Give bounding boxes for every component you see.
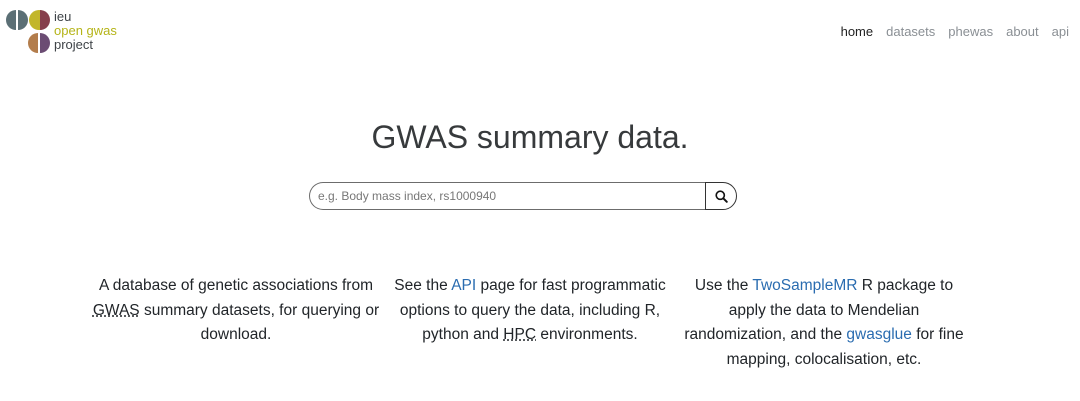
nav-datasets[interactable]: datasets: [886, 24, 936, 39]
gwasglue-link[interactable]: gwasglue: [846, 326, 912, 343]
info-column-database: A database of genetic associations from …: [91, 274, 381, 348]
search-form: [309, 182, 737, 210]
database-text-1: A database of genetic associations from: [99, 277, 373, 294]
logo-circles-icon: [6, 10, 50, 53]
nav-about[interactable]: about: [1006, 24, 1039, 39]
gwas-abbr: GWAS: [92, 301, 140, 319]
mr-text-2: R package to apply the data to Mendelian…: [684, 277, 954, 343]
database-text-2: summary datasets, for querying or downlo…: [139, 301, 380, 344]
site-logo[interactable]: ieu open gwas project: [5, 9, 135, 55]
navbar: ieu open gwas project home datasets phew…: [0, 0, 1080, 64]
search-button[interactable]: [705, 182, 737, 210]
api-link[interactable]: API: [451, 277, 477, 294]
twosamplemr-link[interactable]: TwoSampleMR: [752, 277, 858, 294]
logo-line-project: project: [54, 37, 94, 52]
hpc-abbr: HPC: [503, 326, 537, 343]
logo-text: ieu open gwas project: [54, 10, 117, 52]
api-text-3: environments.: [536, 326, 638, 343]
mr-text-3: for fine mapping, colocalisation, etc.: [726, 326, 964, 368]
api-text-1: See the: [394, 277, 452, 294]
logo-line-open-gwas: open gwas: [54, 23, 117, 38]
search-input[interactable]: [309, 182, 706, 210]
nav-links: home datasets phewas about api: [828, 24, 1069, 39]
mr-text-1: Use the: [694, 277, 753, 294]
page-title: GWAS summary data.: [371, 119, 689, 155]
api-text-2: page for fast programmatic options to qu…: [399, 277, 666, 343]
info-column-mr: Use the TwoSampleMR R package to apply t…: [679, 274, 969, 372]
search-icon: [714, 189, 728, 203]
nav-api[interactable]: api: [1051, 24, 1069, 39]
nav-home[interactable]: home: [840, 24, 874, 39]
nav-phewas[interactable]: phewas: [948, 24, 994, 39]
logo-line-ieu: ieu: [54, 9, 72, 24]
info-column-api: See the API page for fast programmatic o…: [385, 274, 675, 348]
